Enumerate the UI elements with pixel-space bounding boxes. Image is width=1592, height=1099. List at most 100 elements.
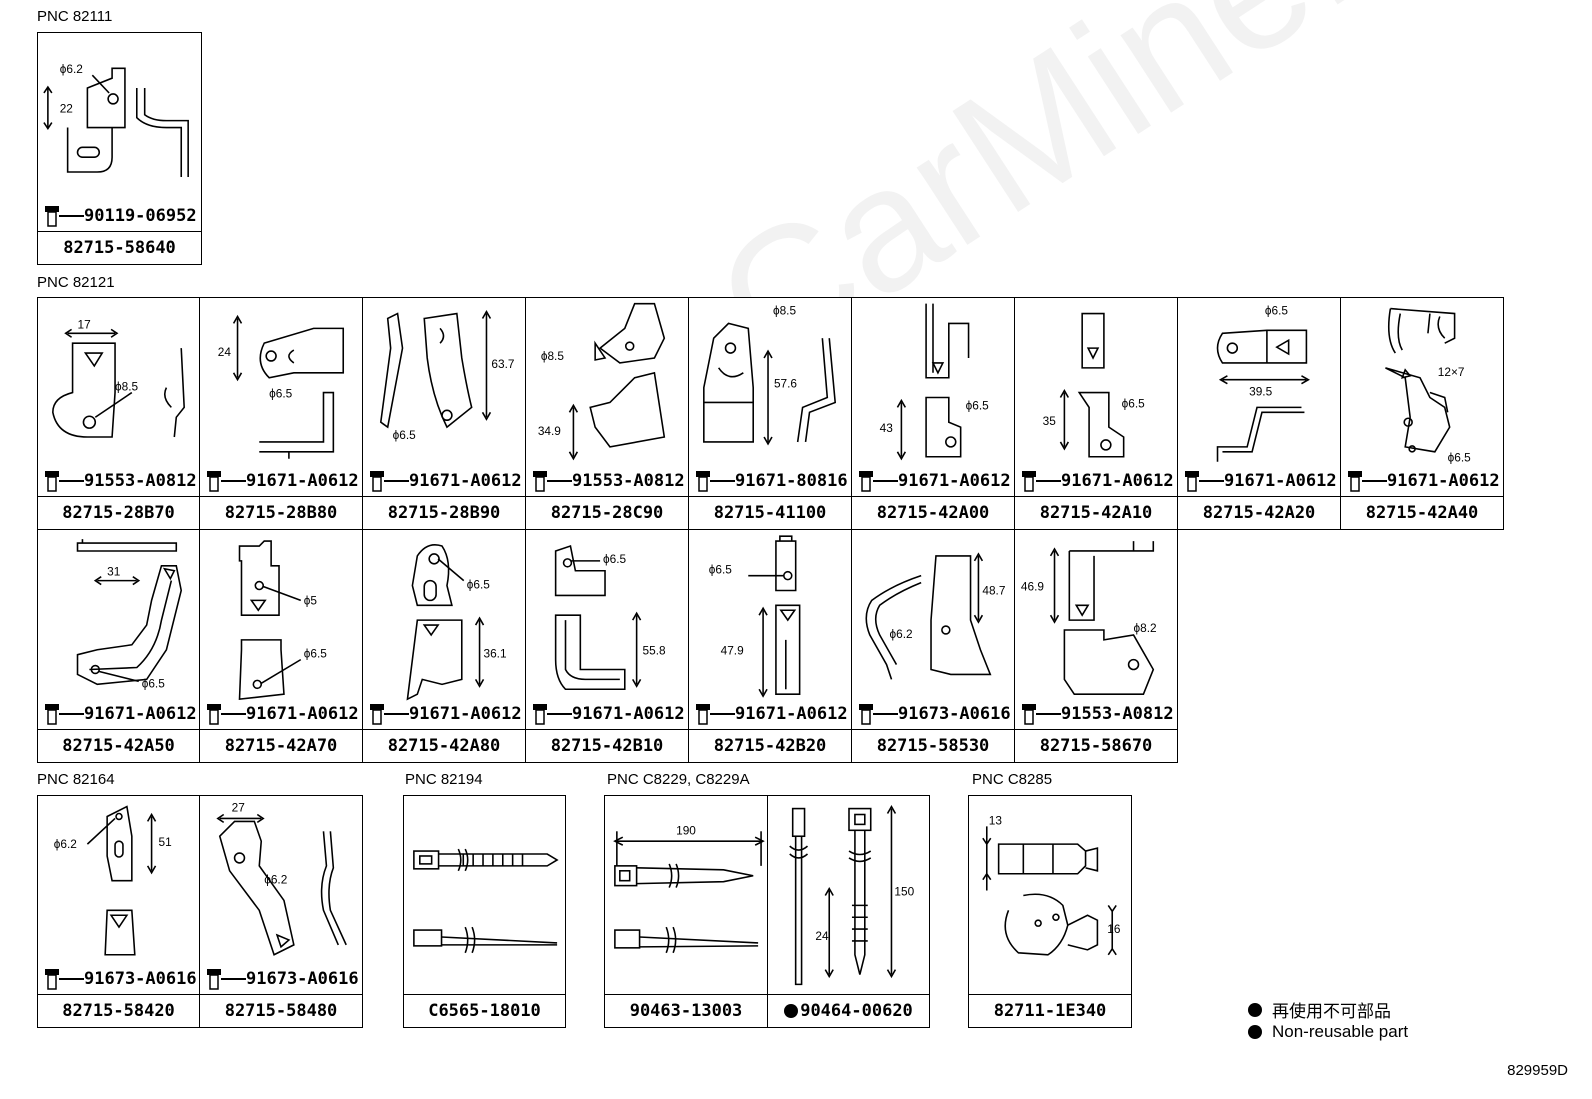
bolt-part-number: 91671-A0612 xyxy=(84,704,197,724)
dim-label: ϕ8.2 xyxy=(1134,621,1157,635)
bolt-icon xyxy=(696,704,735,725)
bracket-drawing: ϕ6.5 55.8 xyxy=(526,530,688,730)
part-number[interactable]: 82715-28B80 xyxy=(200,496,362,529)
part-cell[interactable]: ϕ6.2 22 90119-06952 82715-58640 xyxy=(37,32,202,265)
part-cell[interactable]: C6565-18010 xyxy=(403,795,566,1028)
part-number[interactable]: 82715-42B10 xyxy=(526,729,688,762)
non-reusable-icon xyxy=(784,1004,799,1018)
bracket-drawing: ϕ6.2 51 xyxy=(38,796,199,995)
bolt-icon xyxy=(370,471,409,492)
bolt-callout: 91671-A0612 xyxy=(206,702,359,726)
dim-label: 17 xyxy=(78,317,91,331)
dim-label: ϕ6.5 xyxy=(1265,304,1289,318)
dim-label: 22 xyxy=(60,102,73,116)
bolt-callout: 91553-A0812 xyxy=(1021,702,1174,726)
part-cell[interactable]: 12×7 ϕ6.5 91671-A0612 82715-42A40 xyxy=(1340,297,1504,530)
part-cell[interactable]: 31 ϕ6.5 91671-A0612 82715-42A50 xyxy=(37,529,200,763)
part-cell[interactable]: 13 16 82711-1E340 xyxy=(968,795,1132,1028)
bolt-callout: 91671-A0612 xyxy=(532,702,685,726)
part-cell[interactable]: 43 ϕ6.5 91671-A0612 82715-42A00 xyxy=(851,297,1015,530)
part-number[interactable]: 82715-58640 xyxy=(38,231,201,264)
dim-label: ϕ6.2 xyxy=(264,873,287,887)
dim-label: ϕ5 xyxy=(304,593,318,607)
bolt-part-number: 91673-A0616 xyxy=(898,704,1011,724)
bolt-icon xyxy=(533,704,572,725)
part-number[interactable]: 82715-58670 xyxy=(1015,729,1177,762)
bolt-part-number: 91671-A0612 xyxy=(409,704,522,724)
bolt-icon xyxy=(207,471,246,492)
bolt-callout: 91671-A0612 xyxy=(369,469,522,493)
part-cell[interactable]: 63.7 ϕ6.5 91671-A0612 82715-28B90 xyxy=(362,297,526,530)
part-number[interactable]: 82715-28B70 xyxy=(38,496,199,529)
dim-label: ϕ6.5 xyxy=(393,428,417,442)
part-cell[interactable]: 35 ϕ6.5 91671-A0612 82715-42A10 xyxy=(1014,297,1178,530)
bracket-drawing: ϕ6.5 39.5 xyxy=(1178,298,1340,497)
part-number[interactable]: 82715-42A80 xyxy=(363,729,525,762)
bracket-drawing: 63.7 ϕ6.5 xyxy=(363,298,525,497)
part-number[interactable]: 82715-41100 xyxy=(689,496,851,529)
part-number[interactable]: 90464-00620 xyxy=(768,994,929,1027)
part-number[interactable]: 82715-58420 xyxy=(38,994,199,1027)
part-number[interactable]: 82715-42A20 xyxy=(1178,496,1340,529)
dim-label: ϕ6.5 xyxy=(304,647,328,661)
part-number[interactable]: 82715-28C90 xyxy=(526,496,688,529)
bolt-part-number: 91673-A0616 xyxy=(84,969,197,989)
part-number[interactable]: 82715-58480 xyxy=(200,994,362,1027)
part-cell[interactable]: ϕ6.5 36.1 91671-A0612 82715-42A80 xyxy=(362,529,526,763)
legend-item-jp: 再使用不可部品 xyxy=(1248,997,1391,1022)
bracket-drawing: ϕ6.2 22 xyxy=(38,33,201,232)
dim-label: 43 xyxy=(880,421,894,435)
part-cell[interactable]: ϕ5 ϕ6.5 91671-A0612 82715-42A70 xyxy=(199,529,363,763)
bolt-icon xyxy=(45,471,84,492)
bolt-part-number: 91671-A0612 xyxy=(1061,471,1174,491)
part-cell[interactable]: 150 24 90464-00620 xyxy=(767,795,930,1028)
bracket-drawing: 27 ϕ6.2 xyxy=(200,796,362,995)
bracket-drawing: ϕ8.5 34.9 xyxy=(526,298,688,497)
dim-label: 34.9 xyxy=(538,424,561,438)
part-number[interactable]: 82711-1E340 xyxy=(969,994,1131,1027)
bolt-icon xyxy=(1348,471,1387,492)
dim-label: 24 xyxy=(218,345,232,359)
part-number[interactable]: 82715-42A70 xyxy=(200,729,362,762)
part-number[interactable]: 82715-42B20 xyxy=(689,729,851,762)
dim-label: 12×7 xyxy=(1438,365,1465,379)
part-cell[interactable]: 24 ϕ6.5 91671-A0612 82715-28B80 xyxy=(199,297,363,530)
pnc-label-c8229: PNC C8229, C8229A xyxy=(607,771,750,788)
legend-text-en: Non-reusable part xyxy=(1272,1022,1409,1041)
part-cell[interactable]: ϕ6.5 55.8 91671-A0612 82715-42B10 xyxy=(525,529,689,763)
pnc-label-82121: PNC 82121 xyxy=(37,274,115,291)
bracket-drawing: ϕ8.5 57.6 xyxy=(689,298,851,497)
bolt-icon xyxy=(45,206,84,227)
part-number[interactable]: 82715-58530 xyxy=(852,729,1014,762)
part-number[interactable]: 82715-42A00 xyxy=(852,496,1014,529)
dim-label: ϕ6.5 xyxy=(1448,451,1472,465)
part-number[interactable]: 82715-42A50 xyxy=(38,729,199,762)
bolt-icon xyxy=(533,471,572,492)
part-cell[interactable]: ϕ6.5 39.5 91671-A0612 82715-42A20 xyxy=(1177,297,1341,530)
part-number[interactable]: 82715-42A10 xyxy=(1015,496,1177,529)
part-cell[interactable]: ϕ8.5 34.9 91553-A0812 82715-28C90 xyxy=(525,297,689,530)
part-cell[interactable]: 190 90463-13003 xyxy=(604,795,768,1028)
dim-label: ϕ6.5 xyxy=(142,676,166,690)
bolt-part-number: 91671-A0612 xyxy=(246,704,359,724)
non-reusable-icon xyxy=(1248,1002,1262,1017)
part-cell[interactable]: 17 ϕ8.5 91553-A0812 82715-28B70 xyxy=(37,297,200,530)
part-cell[interactable]: 46.9 ϕ8.2 91553-A0812 82715-58670 xyxy=(1014,529,1178,763)
part-cell[interactable]: ϕ8.5 57.6 91671-80816 82715-41100 xyxy=(688,297,852,530)
part-number[interactable]: C6565-18010 xyxy=(404,994,565,1027)
part-cell[interactable]: 27 ϕ6.2 91673-A0616 82715-58480 xyxy=(199,795,363,1028)
dim-label: ϕ6.5 xyxy=(467,578,491,592)
dim-label: ϕ6.5 xyxy=(709,563,733,577)
bracket-drawing: 24 ϕ6.5 xyxy=(200,298,362,497)
pnc-label-c8285: PNC C8285 xyxy=(972,771,1053,788)
legend-item-en: Non-reusable part xyxy=(1248,1022,1408,1042)
dim-label: ϕ6.5 xyxy=(603,552,627,566)
part-cell[interactable]: 48.7 ϕ6.2 91673-A0616 82715-58530 xyxy=(851,529,1015,763)
bolt-part-number: 90119-06952 xyxy=(84,206,197,226)
part-number[interactable]: 82715-28B90 xyxy=(363,496,525,529)
part-cell[interactable]: ϕ6.5 47.9 91671-A0612 82715-42B20 xyxy=(688,529,852,763)
part-number[interactable]: 82715-42A40 xyxy=(1341,496,1503,529)
bolt-icon xyxy=(696,471,735,492)
part-number[interactable]: 90463-13003 xyxy=(605,994,767,1027)
part-cell[interactable]: ϕ6.2 51 91673-A0616 82715-58420 xyxy=(37,795,200,1028)
